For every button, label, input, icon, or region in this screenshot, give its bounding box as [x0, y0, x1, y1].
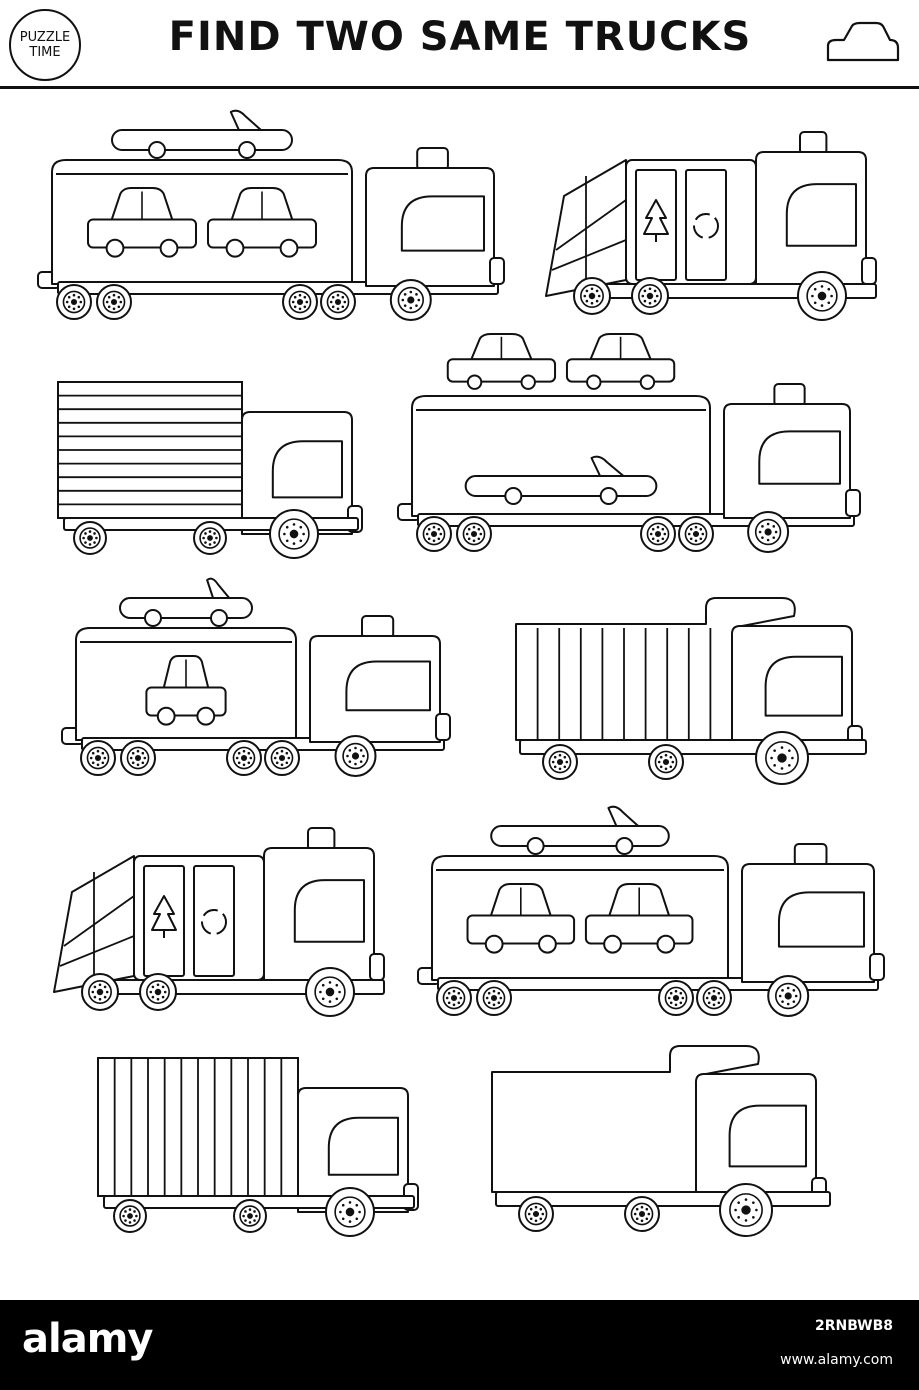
- truck-cab: [723, 383, 861, 519]
- trucks-canvas: [37, 109, 885, 1237]
- car-figure: [145, 655, 227, 726]
- car-figure: [466, 883, 576, 954]
- car-figure: [446, 333, 557, 390]
- convertible-figure: [490, 805, 670, 855]
- wheel: [325, 1187, 375, 1237]
- truck-10-dump-truck: [491, 1045, 831, 1237]
- wheel: [755, 731, 809, 785]
- wheel: [456, 516, 492, 552]
- page-title: FIND TWO SAME TRUCKS: [168, 14, 752, 60]
- puzzle-sheet: PUZZLE TIME FIND TWO SAME TRUCKS: [0, 9, 919, 1237]
- truck-cab: [755, 131, 877, 287]
- convertible-figure: [464, 455, 658, 505]
- wheel: [640, 516, 676, 552]
- logo-word-puzzle: PUZZLE: [19, 30, 71, 45]
- wheel: [80, 740, 116, 776]
- car-outline-icon: [826, 21, 900, 62]
- brand-logo: alamy: [22, 1316, 153, 1362]
- cargo-box: [57, 381, 243, 519]
- wheel: [233, 1199, 267, 1233]
- truck-2-garbage-truck: [545, 131, 877, 321]
- truck-9-box-truck: [97, 1057, 419, 1237]
- wheel: [678, 516, 714, 552]
- carrier-trailer: [397, 333, 855, 527]
- convertible-figure: [119, 577, 253, 627]
- wheel: [73, 521, 107, 555]
- car-figure: [565, 333, 676, 390]
- wheel: [648, 744, 684, 780]
- wheel: [264, 740, 300, 776]
- wheel: [476, 980, 512, 1016]
- carrier-trailer: [37, 109, 499, 295]
- carrier-trailer: [61, 577, 445, 751]
- stock-banner: alamy 2RNBWB8 www.alamy.com: [0, 1300, 919, 1390]
- wheel: [81, 973, 119, 1011]
- puzzle-time-logo: PUZZLE TIME: [9, 9, 81, 81]
- truck-cab: [365, 147, 505, 287]
- dump-bed: [515, 597, 796, 741]
- truck-cab: [309, 615, 451, 743]
- truck-5-car-carrier: [61, 577, 451, 777]
- wheel: [767, 975, 810, 1017]
- wheel: [282, 284, 318, 320]
- wheel: [436, 980, 472, 1016]
- car-figure: [207, 187, 317, 258]
- cargo-box: [97, 1057, 299, 1197]
- wheel: [113, 1199, 147, 1233]
- truck-cab: [731, 625, 863, 755]
- wheel: [226, 740, 262, 776]
- garbage-body: [545, 159, 757, 297]
- truck-cab: [263, 827, 385, 983]
- truck-cab: [695, 1073, 827, 1207]
- convertible-figure: [111, 109, 293, 159]
- wheel: [719, 1183, 773, 1237]
- truck-7-garbage-truck: [53, 827, 385, 1017]
- image-id-label: 2RNBWB8: [815, 1318, 893, 1334]
- wheel: [269, 509, 319, 559]
- truck-8-car-carrier: [417, 805, 885, 1017]
- wheel: [747, 511, 790, 553]
- wheel: [56, 284, 92, 320]
- wheel: [658, 980, 694, 1016]
- wheel: [305, 967, 355, 1017]
- header-divider: [0, 86, 919, 89]
- wheel: [96, 284, 132, 320]
- truck-1-car-carrier: [37, 109, 505, 321]
- wheel: [797, 271, 847, 321]
- carrier-trailer: [417, 805, 879, 991]
- truck-3-box-truck: [57, 381, 363, 559]
- wheel: [389, 279, 432, 321]
- wheel: [416, 516, 452, 552]
- garbage-body: [53, 855, 265, 993]
- wheel: [120, 740, 156, 776]
- wheel: [624, 1196, 660, 1232]
- car-figure: [87, 187, 197, 258]
- truck-6-dump-truck: [515, 597, 867, 785]
- truck-4-car-carrier: [397, 333, 861, 553]
- logo-word-time: TIME: [29, 45, 61, 60]
- truck-cab: [297, 1087, 419, 1213]
- wheel: [573, 277, 611, 315]
- car-figure: [584, 883, 694, 954]
- dump-bed: [491, 1045, 760, 1193]
- truck-cab: [741, 843, 885, 983]
- wheel: [518, 1196, 554, 1232]
- site-url: www.alamy.com: [780, 1352, 893, 1368]
- wheel: [631, 277, 669, 315]
- wheel: [334, 735, 377, 777]
- wheel: [193, 521, 227, 555]
- wheel: [139, 973, 177, 1011]
- wheel: [542, 744, 578, 780]
- wheel: [696, 980, 732, 1016]
- wheel: [320, 284, 356, 320]
